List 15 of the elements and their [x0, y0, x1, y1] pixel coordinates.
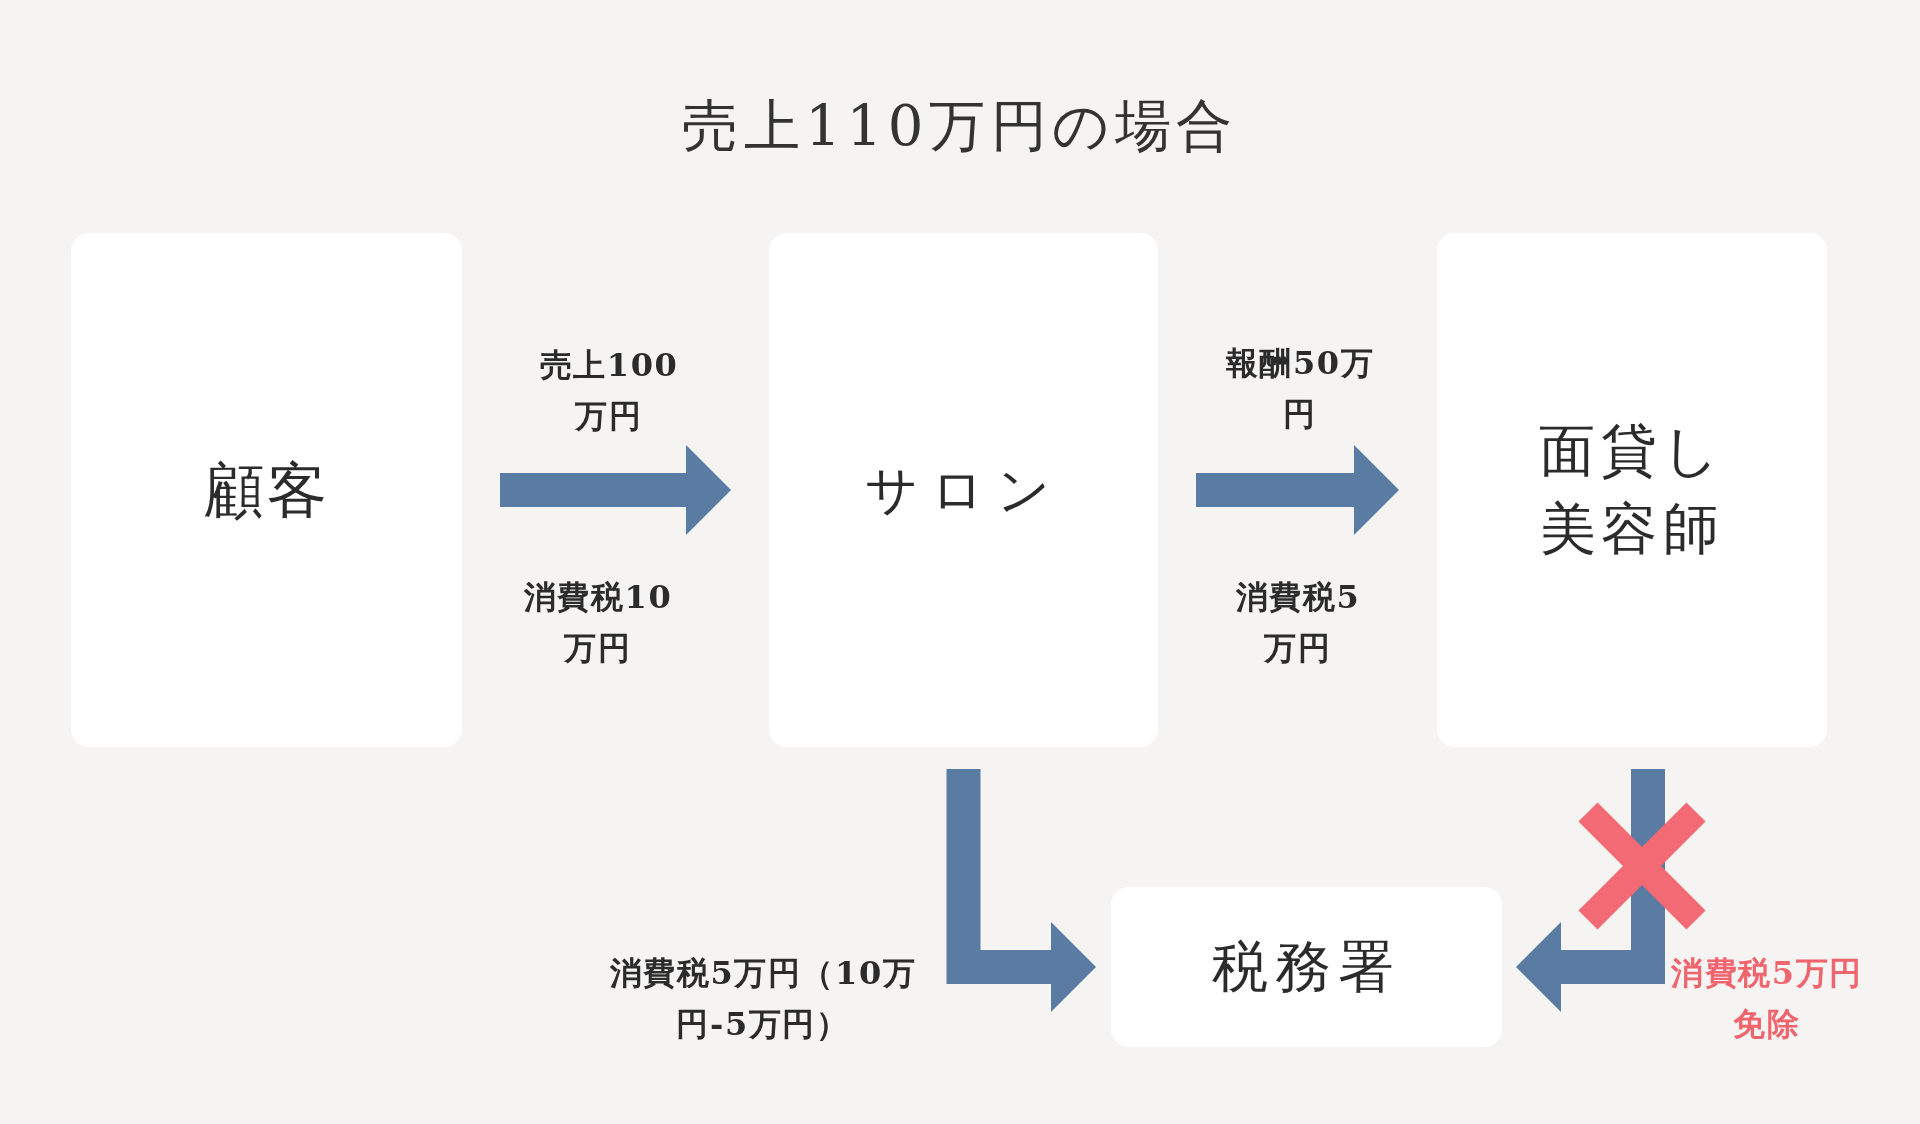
- arrow: [500, 445, 731, 535]
- amount-note: 消費税5万円免除: [1670, 953, 1864, 1046]
- amount-note: 消費税5万円: [1234, 577, 1362, 670]
- arrow: [946, 769, 1096, 1012]
- node-label: 税務署: [1212, 932, 1401, 1001]
- node-label: 面貸し美容師: [1538, 416, 1726, 563]
- amount-note: 消費税10万円: [523, 577, 673, 670]
- title: 売上110万円の場合: [682, 92, 1238, 160]
- edge-label: 報酬50万円: [1225, 343, 1375, 436]
- node-label: サロン: [864, 458, 1063, 522]
- edge-label: 売上100万円: [538, 345, 680, 438]
- arrow: [1196, 445, 1399, 535]
- node-label: 顧客: [203, 454, 330, 527]
- edge-label: 消費税5万円（10万円-5万円）: [608, 953, 918, 1046]
- arrow: [1516, 769, 1665, 1012]
